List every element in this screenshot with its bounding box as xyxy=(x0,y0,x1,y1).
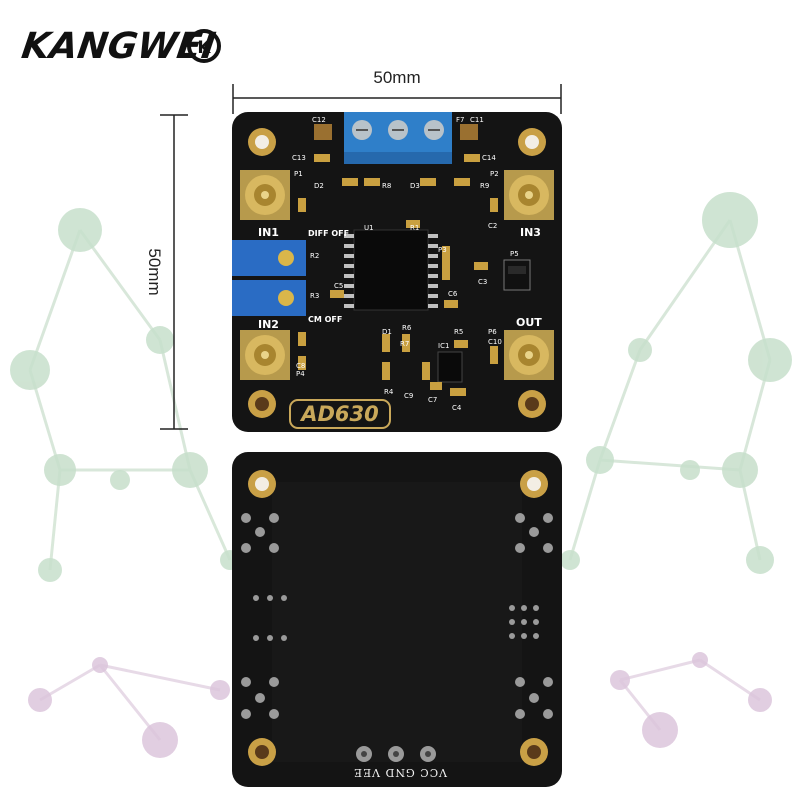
svg-text:C6: C6 xyxy=(448,290,458,298)
svg-text:C9: C9 xyxy=(404,392,413,400)
brand-mark-icon: K xyxy=(187,29,221,63)
svg-text:P3: P3 xyxy=(438,246,447,254)
svg-text:D2: D2 xyxy=(314,182,324,190)
chip-name-badge xyxy=(289,399,391,429)
svg-text:C5: C5 xyxy=(334,282,343,290)
power-pin-label: VCC GND VEE xyxy=(353,766,448,779)
svg-text:C8: C8 xyxy=(296,362,305,370)
svg-text:C7: C7 xyxy=(428,396,437,404)
svg-text:C14: C14 xyxy=(482,154,496,162)
terminal-block xyxy=(344,112,452,164)
solder-pads xyxy=(241,513,553,719)
sma-connector-in1 xyxy=(240,170,290,220)
svg-text:C13: C13 xyxy=(292,154,306,162)
height-label: 50mm xyxy=(145,248,164,296)
svg-text:D1: D1 xyxy=(382,328,392,336)
svg-text:R2: R2 xyxy=(310,252,319,260)
label-cm-off: CM OFF xyxy=(308,315,342,324)
label-in3: IN3 xyxy=(520,226,541,239)
svg-text:R5: R5 xyxy=(454,328,463,336)
svg-text:P2: P2 xyxy=(490,170,499,178)
pcb-front: IN1 IN3 IN2 OUT DIFF OFF CM OFF C12C13C1… xyxy=(232,112,562,432)
svg-text:R3: R3 xyxy=(310,292,319,300)
svg-text:P6: P6 xyxy=(488,328,497,336)
jumper-header xyxy=(503,259,531,291)
label-diff-off: DIFF OFF xyxy=(308,229,349,238)
mounting-hole xyxy=(248,470,548,766)
svg-text:C4: C4 xyxy=(452,404,462,412)
svg-text:D3: D3 xyxy=(410,182,420,190)
smd-components xyxy=(298,124,498,396)
sma-connector-out xyxy=(504,330,554,380)
svg-text:R8: R8 xyxy=(382,182,391,190)
mounting-hole xyxy=(248,128,546,418)
svg-text:R1: R1 xyxy=(410,224,419,232)
sma-connector-in2 xyxy=(240,330,290,380)
svg-text:P4: P4 xyxy=(296,370,305,378)
op-amp-chip xyxy=(437,351,463,383)
svg-text:P1: P1 xyxy=(294,170,303,178)
label-out: OUT xyxy=(516,316,542,329)
width-label: 50mm xyxy=(373,68,421,87)
svg-text:IC1: IC1 xyxy=(438,342,449,350)
ic-chip xyxy=(344,229,438,311)
label-in1: IN1 xyxy=(258,226,279,239)
svg-text:F7: F7 xyxy=(456,116,464,124)
height-dimension-line xyxy=(160,114,188,430)
label-in2: IN2 xyxy=(258,318,279,331)
svg-text:C3: C3 xyxy=(478,278,487,286)
svg-text:P5: P5 xyxy=(510,250,519,258)
svg-text:R7: R7 xyxy=(400,340,409,348)
svg-text:R6: R6 xyxy=(402,324,412,332)
sma-connector-in3 xyxy=(504,170,554,220)
svg-text:C10: C10 xyxy=(488,338,502,346)
svg-text:C12: C12 xyxy=(312,116,326,124)
chip-name-label: AD630 xyxy=(299,402,379,426)
svg-text:C11: C11 xyxy=(470,116,484,124)
trim-potentiometer xyxy=(232,240,306,316)
brand-mark-letter: K xyxy=(197,38,211,58)
svg-text:U1: U1 xyxy=(364,224,374,232)
power-header-pins xyxy=(356,746,436,762)
svg-text:R4: R4 xyxy=(384,388,394,396)
width-dimension-line xyxy=(232,84,562,114)
pcb-back xyxy=(232,452,562,787)
svg-text:C2: C2 xyxy=(488,222,497,230)
svg-text:R9: R9 xyxy=(480,182,489,190)
